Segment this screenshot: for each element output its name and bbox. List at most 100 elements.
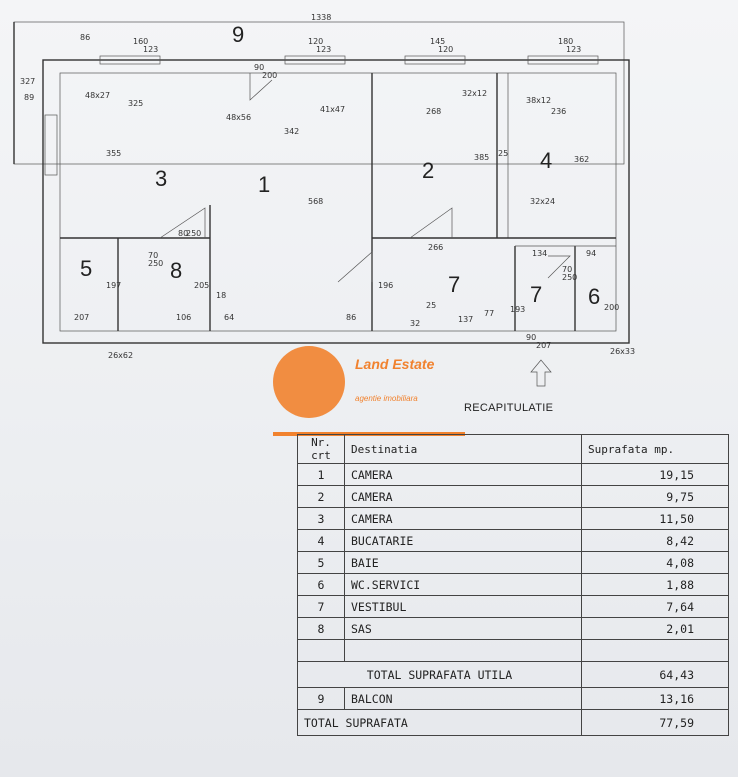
svg-text:48x27: 48x27 <box>85 91 110 100</box>
svg-text:207: 207 <box>74 313 89 322</box>
svg-text:200: 200 <box>604 303 619 312</box>
window <box>99 55 161 65</box>
svg-text:26x62: 26x62 <box>108 351 133 360</box>
svg-text:385: 385 <box>474 153 489 162</box>
entrance-arrow-icon <box>530 359 552 387</box>
svg-text:268: 268 <box>426 107 441 116</box>
total-util-label: TOTAL SUPRAFATA UTILA <box>297 661 582 688</box>
room-number: 2 <box>422 158 434 183</box>
svg-text:342: 342 <box>284 127 299 136</box>
total-row: TOTAL SUPRAFATA 77,59 <box>297 709 729 736</box>
svg-text:134: 134 <box>532 249 547 258</box>
room-number: 7 <box>448 272 460 297</box>
window <box>284 55 346 65</box>
svg-text:205: 205 <box>194 281 209 290</box>
svg-text:362: 362 <box>574 155 589 164</box>
svg-text:193: 193 <box>510 305 525 314</box>
svg-text:32x12: 32x12 <box>462 89 487 98</box>
table-row: 4 BUCATARIE 8,42 <box>297 529 729 552</box>
svg-text:70: 70 <box>562 265 572 274</box>
svg-text:120: 120 <box>308 37 323 46</box>
table-row: 1 CAMERA 19,15 <box>297 463 729 486</box>
svg-text:86: 86 <box>346 313 356 322</box>
header-nr: Nr. crt <box>297 434 345 464</box>
table-header-row: Nr. crt Destinatia Suprafata mp. <box>297 434 729 464</box>
header-destinatia: Destinatia <box>344 434 582 464</box>
svg-text:38x12: 38x12 <box>526 96 551 105</box>
window <box>44 114 58 176</box>
total-util-value: 64,43 <box>581 661 729 688</box>
room-number: 5 <box>80 256 92 281</box>
table-row: 3 CAMERA 11,50 <box>297 507 729 530</box>
table-row: 2 CAMERA 9,75 <box>297 485 729 508</box>
window <box>527 55 599 65</box>
svg-text:137: 137 <box>458 315 473 324</box>
header-suprafata: Suprafata mp. <box>581 434 729 464</box>
svg-text:1338: 1338 <box>311 13 331 22</box>
svg-text:94: 94 <box>586 249 596 258</box>
svg-text:106: 106 <box>176 313 191 322</box>
svg-text:32x24: 32x24 <box>530 197 555 206</box>
total-util-row: TOTAL SUPRAFATA UTILA 64,43 <box>297 661 729 688</box>
window <box>404 55 466 65</box>
room-number: 7 <box>530 282 542 307</box>
svg-text:266: 266 <box>428 243 443 252</box>
svg-text:90: 90 <box>254 63 264 72</box>
svg-text:200: 200 <box>262 71 277 80</box>
svg-text:180: 180 <box>558 37 573 46</box>
door-swing <box>249 73 273 101</box>
svg-text:568: 568 <box>308 197 323 206</box>
svg-text:32: 32 <box>410 319 420 328</box>
room-number: 4 <box>540 148 552 173</box>
svg-text:250: 250 <box>562 273 577 282</box>
svg-text:25: 25 <box>426 301 436 310</box>
room-number: 3 <box>155 166 167 191</box>
svg-text:41x47: 41x47 <box>320 105 345 114</box>
svg-text:123: 123 <box>316 45 331 54</box>
logo-brand: Land Estate <box>355 356 435 372</box>
svg-text:250: 250 <box>148 259 163 268</box>
svg-text:80: 80 <box>178 229 188 238</box>
svg-text:26x33: 26x33 <box>610 347 635 356</box>
svg-text:18: 18 <box>216 291 226 300</box>
svg-text:145: 145 <box>430 37 445 46</box>
svg-text:197: 197 <box>106 281 121 290</box>
balcon-row: 9 BALCON 13,16 <box>297 687 729 710</box>
room-number: 6 <box>588 284 600 309</box>
logo-tagline: agentie imobiliara <box>355 394 418 403</box>
svg-text:120: 120 <box>438 45 453 54</box>
svg-text:355: 355 <box>106 149 121 158</box>
land-estate-logo: Land Estate agentie imobiliara <box>273 346 473 438</box>
floor-plan: 9 1 2 3 4 5 6 7 7 8 1338 86 160 123 120 … <box>13 13 635 387</box>
room-number: 9 <box>232 22 244 47</box>
svg-text:160: 160 <box>133 37 148 46</box>
svg-text:25: 25 <box>498 149 508 158</box>
svg-text:64: 64 <box>224 313 234 322</box>
svg-text:86: 86 <box>80 33 90 42</box>
door-swing <box>547 255 571 279</box>
svg-text:250: 250 <box>186 229 201 238</box>
svg-text:123: 123 <box>566 45 581 54</box>
room-number: 8 <box>170 258 182 283</box>
svg-text:196: 196 <box>378 281 393 290</box>
table-row: 7 VESTIBUL 7,64 <box>297 595 729 618</box>
apartment-outline <box>42 59 630 344</box>
table-row: 6 WC.SERVICI 1,88 <box>297 573 729 596</box>
svg-text:70: 70 <box>148 251 158 260</box>
svg-text:89: 89 <box>24 93 34 102</box>
svg-text:236: 236 <box>551 107 566 116</box>
room-number: 1 <box>258 172 270 197</box>
svg-text:327: 327 <box>20 77 35 86</box>
table-row-empty <box>297 639 729 662</box>
door-swing <box>337 251 373 283</box>
recap-table: Nr. crt Destinatia Suprafata mp. 1 CAMER… <box>297 434 729 736</box>
key-logo-icon <box>273 346 345 418</box>
table-row: 5 BAIE 4,08 <box>297 551 729 574</box>
svg-text:325: 325 <box>128 99 143 108</box>
svg-text:123: 123 <box>143 45 158 54</box>
total-value: 77,59 <box>581 709 729 736</box>
door-swing <box>409 207 453 239</box>
recap-title: RECAPITULATIE <box>464 402 554 414</box>
svg-text:207: 207 <box>536 341 551 350</box>
dimension-labels: 1338 86 160 123 120 123 145 120 180 123 … <box>20 13 635 360</box>
